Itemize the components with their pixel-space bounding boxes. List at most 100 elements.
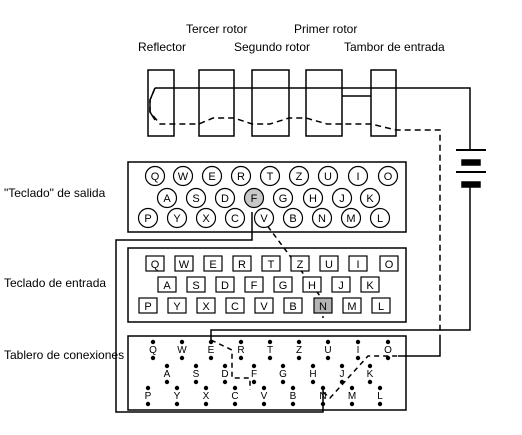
- plug-U[interactable]: U: [324, 339, 332, 361]
- key-N[interactable]: N: [313, 297, 333, 314]
- rotor1-box: [305, 69, 343, 137]
- lamp-E: E: [201, 165, 223, 187]
- key-B[interactable]: B: [283, 297, 303, 314]
- svg-text:Z: Z: [297, 259, 304, 271]
- plug-M[interactable]: M: [348, 385, 356, 407]
- svg-text:N: N: [319, 391, 326, 402]
- key-D[interactable]: D: [215, 276, 235, 293]
- key-X[interactable]: X: [196, 297, 216, 314]
- key-S[interactable]: S: [186, 276, 206, 293]
- plug-X[interactable]: X: [203, 385, 210, 407]
- svg-text:J: J: [340, 369, 345, 380]
- key-G[interactable]: G: [273, 276, 293, 293]
- svg-text:H: H: [308, 280, 316, 292]
- key-V[interactable]: V: [254, 297, 274, 314]
- plug-K[interactable]: K: [367, 363, 374, 385]
- battery-wire-down: [210, 187, 471, 340]
- svg-text:P: P: [144, 301, 151, 313]
- key-J[interactable]: J: [331, 276, 351, 293]
- svg-text:F: F: [251, 280, 258, 292]
- lamp-M: M: [340, 207, 362, 229]
- key-L[interactable]: L: [371, 297, 391, 314]
- svg-text:P: P: [144, 213, 151, 225]
- svg-text:U: U: [324, 345, 331, 356]
- rotor3-box: [198, 69, 235, 137]
- svg-text:T: T: [267, 171, 274, 183]
- key-I[interactable]: I: [348, 255, 368, 272]
- lamp-Y: Y: [166, 207, 188, 229]
- svg-text:C: C: [231, 301, 239, 313]
- plug-Q[interactable]: Q: [149, 339, 157, 361]
- key-T[interactable]: T: [261, 255, 281, 272]
- key-P[interactable]: P: [138, 297, 158, 314]
- key-U[interactable]: U: [319, 255, 339, 272]
- svg-text:S: S: [192, 193, 199, 205]
- battery-cell-2: [461, 181, 481, 188]
- plug-W[interactable]: W: [177, 339, 187, 361]
- plug-dashed-link: [210, 339, 251, 390]
- svg-text:Q: Q: [149, 345, 157, 356]
- label-lampboard: "Teclado" de salida: [4, 186, 106, 200]
- key-Y[interactable]: Y: [167, 297, 187, 314]
- plug-D[interactable]: D: [221, 363, 229, 385]
- plug-L[interactable]: L: [377, 385, 383, 407]
- keyboard-frame: [127, 247, 407, 323]
- svg-text:S: S: [193, 369, 200, 380]
- lamp-to-plug-wire: [115, 212, 324, 413]
- plug-R[interactable]: R: [237, 339, 245, 361]
- key-K[interactable]: K: [360, 276, 380, 293]
- rotor-path-solid: [155, 87, 471, 150]
- plug-T[interactable]: T: [267, 339, 273, 361]
- plug-F[interactable]: F: [251, 363, 257, 385]
- svg-text:P: P: [145, 391, 152, 402]
- plug-B[interactable]: B: [290, 385, 297, 407]
- svg-text:Q: Q: [151, 259, 160, 271]
- plug-J[interactable]: J: [340, 363, 345, 385]
- plug-I[interactable]: I: [355, 339, 361, 361]
- lamp-I: I: [347, 165, 369, 187]
- plug-N[interactable]: N: [319, 385, 327, 407]
- svg-text:T: T: [267, 345, 273, 356]
- key-A[interactable]: A: [157, 276, 177, 293]
- plug-A[interactable]: A: [164, 363, 171, 385]
- plug-V[interactable]: V: [261, 385, 268, 407]
- svg-text:O: O: [385, 259, 394, 271]
- battery-cell-1: [461, 159, 481, 166]
- key-W[interactable]: W: [174, 255, 194, 272]
- key-F[interactable]: F: [244, 276, 264, 293]
- key-R[interactable]: R: [232, 255, 252, 272]
- entry-drum-box: [370, 69, 397, 137]
- plug-E[interactable]: E: [208, 339, 215, 361]
- svg-text:V: V: [261, 391, 268, 402]
- plug-S[interactable]: S: [193, 363, 200, 385]
- svg-text:I: I: [357, 345, 360, 356]
- plug-P[interactable]: P: [145, 385, 152, 407]
- key-E[interactable]: E: [203, 255, 223, 272]
- svg-text:L: L: [378, 301, 384, 313]
- key-H[interactable]: H: [302, 276, 322, 293]
- plug-O[interactable]: O: [384, 339, 392, 361]
- label-first-rotor: Primer rotor: [294, 22, 358, 36]
- key-M[interactable]: M: [342, 297, 362, 314]
- lamp-U: U: [317, 165, 339, 187]
- lamp-S: S: [185, 187, 207, 209]
- lamp-F: F: [243, 187, 265, 209]
- key-O[interactable]: O: [379, 255, 399, 272]
- key-C[interactable]: C: [225, 297, 245, 314]
- label-plugboard: Tablero de conexiones: [4, 348, 125, 362]
- plug-C[interactable]: C: [231, 385, 239, 407]
- label-second-rotor: Segundo rotor: [234, 40, 311, 54]
- svg-text:K: K: [366, 280, 374, 292]
- svg-text:I: I: [356, 171, 359, 183]
- lamp-J: J: [331, 187, 353, 209]
- plug-Y[interactable]: Y: [174, 385, 181, 407]
- svg-text:Y: Y: [173, 213, 181, 225]
- svg-text:V: V: [260, 213, 268, 225]
- plug-H[interactable]: H: [309, 363, 317, 385]
- key-Z[interactable]: Z: [290, 255, 310, 272]
- key-Q[interactable]: Q: [145, 255, 165, 272]
- plug-Z[interactable]: Z: [296, 339, 302, 361]
- svg-text:B: B: [289, 301, 296, 313]
- plug-G[interactable]: G: [279, 363, 287, 385]
